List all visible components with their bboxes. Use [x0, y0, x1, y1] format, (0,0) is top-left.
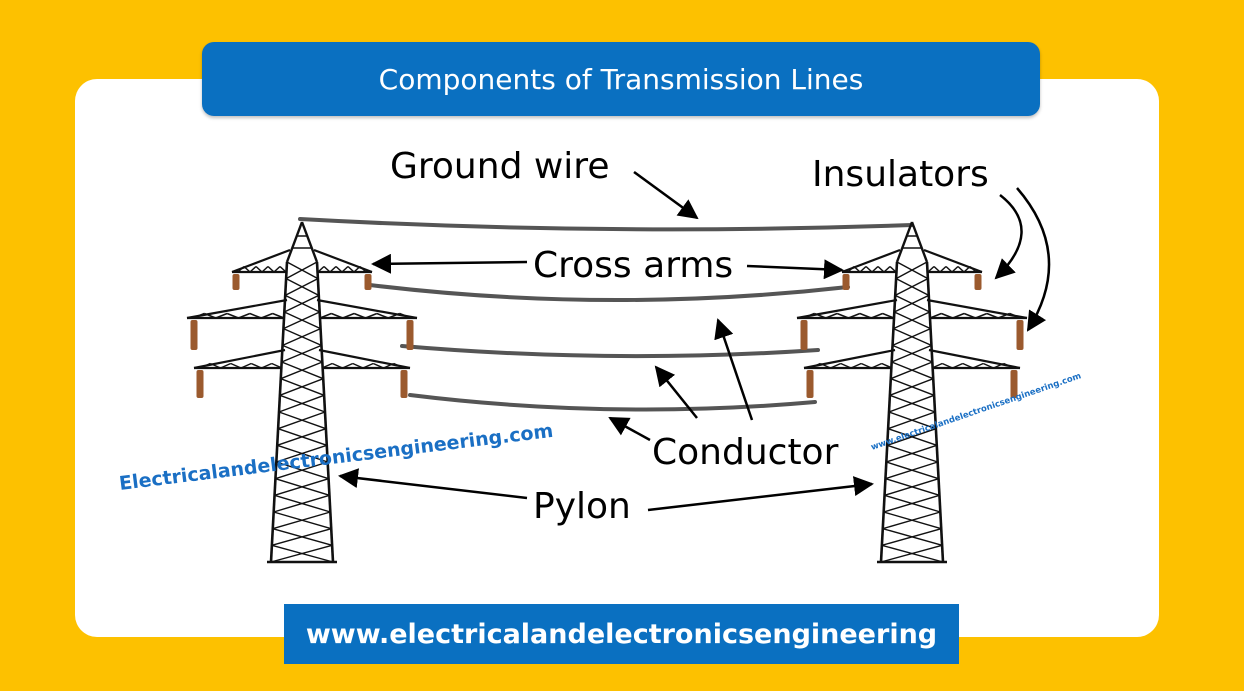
- pylon-right: [796, 221, 1028, 564]
- cross-arm-top: [841, 248, 983, 274]
- cross-arm-bottom: [803, 348, 1021, 370]
- cross-arm-middle: [186, 298, 418, 320]
- title-banner: Components of Transmission Lines: [202, 42, 1040, 116]
- ground-wire-line: [298, 217, 914, 232]
- insulator-bottom-right: [1010, 370, 1018, 398]
- conductor-arrow-3: [714, 318, 754, 421]
- cross-arm-top: [231, 248, 373, 274]
- pylon-arrow-right: [647, 476, 874, 512]
- insulators-arrow-upper: [994, 194, 1023, 280]
- insulator-top-right: [364, 274, 372, 290]
- conductor-line-bottom: [408, 393, 817, 412]
- insulator-top-right: [974, 274, 982, 290]
- arrows: [338, 170, 1051, 512]
- wires: [298, 217, 914, 412]
- label-cross-arms: Cross arms: [533, 245, 733, 286]
- slide-title: Components of Transmission Lines: [378, 62, 864, 96]
- insulator-top-left: [232, 274, 240, 290]
- cross-arm-bottom: [193, 348, 411, 370]
- footer-url: www.electricalandelectronicsengineering: [305, 618, 938, 650]
- insulator-middle-left: [800, 320, 808, 350]
- pylon-arrow-left: [338, 468, 528, 500]
- insulator-bottom-left: [196, 370, 204, 398]
- cross-arm-middle: [796, 298, 1028, 320]
- conductor-arrow-1: [608, 416, 651, 442]
- cross-arms-arrow-left: [371, 253, 528, 274]
- conductor-arrow-2: [654, 365, 698, 419]
- label-conductor: Conductor: [652, 432, 839, 473]
- insulators-arrow-lower: [1016, 187, 1051, 332]
- pylon-left: [186, 221, 418, 564]
- insulator-bottom-right: [400, 370, 408, 398]
- insulator-bottom-left: [806, 370, 814, 398]
- conductor-line-middle: [400, 344, 820, 359]
- insulator-middle-right: [406, 320, 414, 350]
- footer-banner: www.electricalandelectronicsengineering: [284, 604, 959, 664]
- conductor-line-top: [368, 283, 850, 302]
- insulator-middle-right: [1016, 320, 1024, 350]
- watermark-large: Electricalandelectronicsengineering.com: [118, 420, 554, 495]
- insulator-middle-left: [190, 320, 198, 350]
- label-pylon: Pylon: [533, 486, 631, 527]
- insulator-top-left: [842, 274, 850, 290]
- ground-wire-arrow: [633, 170, 699, 220]
- label-ground-wire: Ground wire: [390, 146, 609, 187]
- cross-arms-arrow-right: [746, 259, 844, 280]
- label-insulators: Insulators: [812, 154, 989, 195]
